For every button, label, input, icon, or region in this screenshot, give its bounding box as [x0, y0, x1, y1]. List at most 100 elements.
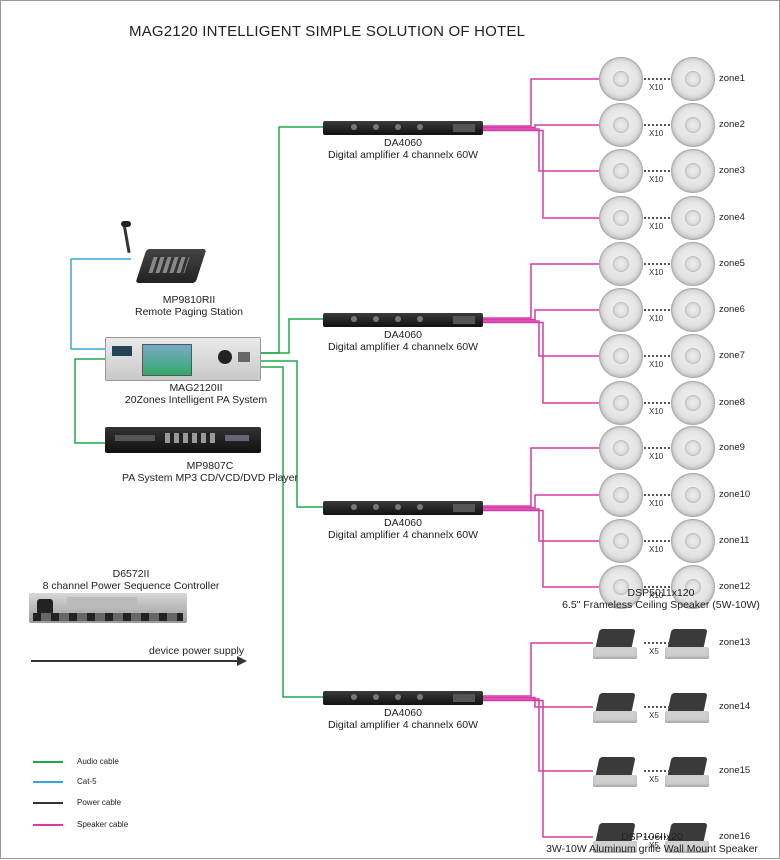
zone-label: zone6	[719, 304, 745, 315]
power-supply-label: device power supply	[149, 645, 245, 657]
speaker-cable-zone12	[483, 509, 599, 588]
ceiling-speaker-model: DSP5011x120	[627, 587, 695, 599]
audio-cable-amp2	[259, 318, 323, 354]
speaker-chain-dots	[644, 217, 670, 219]
speaker-chain-dots	[644, 78, 670, 80]
speaker-chain-dots	[644, 309, 670, 311]
speaker-chain-dots	[644, 447, 670, 449]
zone-speaker-qty: X5	[649, 775, 659, 784]
ceiling-speaker-zone12-last	[671, 565, 715, 609]
ceiling-speaker-zone10-first	[599, 473, 643, 517]
ceiling-speaker-zone8-last	[671, 381, 715, 425]
speaker-cable-zone9	[483, 447, 599, 507]
zone-speaker-qty: X10	[649, 268, 664, 277]
wall-speaker-zone15-last	[665, 757, 709, 789]
speaker-chain-dots	[644, 263, 670, 265]
speaker-chain-dots	[644, 540, 670, 542]
speaker-chain-dots	[644, 124, 670, 126]
pa-system-label: MAG2120II 20Zones Intelligent PA System	[101, 382, 291, 406]
zone-speaker-qty: X10	[649, 407, 664, 416]
player-model: MP9807C	[186, 460, 234, 472]
amplifier-4-image	[323, 691, 483, 705]
pa-system-image	[105, 337, 261, 381]
legend-power-label: Power cable	[77, 798, 122, 807]
ceiling-speaker-zone2-first	[599, 103, 643, 147]
ceiling-speaker-zone9-last	[671, 426, 715, 470]
zone-label: zone16	[719, 831, 751, 842]
paging-desc: Remote Paging Station	[135, 306, 243, 318]
amplifier-model: DA4060	[384, 329, 422, 341]
ceiling-speaker-zone7-first	[599, 334, 643, 378]
paging-station-image	[119, 221, 207, 287]
ceiling-speaker-zone1-first	[599, 57, 643, 101]
wall-speaker-zone14-first	[593, 693, 637, 725]
zone-label: zone11	[719, 535, 750, 546]
speaker-cable-zone4	[483, 129, 599, 219]
speaker-cable-zone13	[483, 642, 593, 697]
ceiling-speaker-zone5-first	[599, 242, 643, 286]
ceiling-speaker-zone9-first	[599, 426, 643, 470]
ceiling-speaker-zone6-last	[671, 288, 715, 332]
sequencer-desc: 8 channel Power Sequence Controller	[42, 580, 220, 592]
audio-cable-amp4	[259, 366, 323, 698]
speaker-cable-zone16	[483, 699, 593, 838]
diagram-title: MAG2120 INTELLIGENT SIMPLE SOLUTION OF H…	[129, 23, 526, 40]
ceiling-speaker-zone2-last	[671, 103, 715, 147]
speaker-cable-zone6	[483, 309, 599, 321]
amplifier-2-image	[323, 313, 483, 327]
sequencer-label: D6572II 8 channel Power Sequence Control…	[33, 568, 229, 592]
speaker-cable-zone3	[483, 128, 599, 172]
speaker-chain-dots	[644, 355, 670, 357]
speaker-cable-zone10	[483, 494, 599, 509]
ceiling-speaker-desc: 6.5" Frameless Ceiling Speaker (5W-10W)	[562, 599, 760, 611]
zone-speaker-qty: X5	[649, 711, 659, 720]
speaker-cable-zone15	[483, 698, 593, 772]
player-image	[105, 427, 261, 453]
wall-speaker-desc: 3W-10W Aluminum grille Wall Mount Speake…	[546, 843, 758, 855]
zone-speaker-qty: X10	[649, 452, 664, 461]
ceiling-speaker-zone8-first	[599, 381, 643, 425]
speaker-cable-zone14	[483, 696, 593, 708]
speaker-chain-dots	[644, 836, 670, 838]
wall-speaker-zone14-last	[665, 693, 709, 725]
zone-speaker-qty: X5	[649, 647, 659, 656]
wall-speaker-zone16-first	[593, 823, 637, 855]
wall-speaker-model: DSP106IIx20	[621, 831, 683, 843]
zone-label: zone14	[719, 701, 751, 712]
amplifier-model: DA4060	[384, 517, 422, 529]
ceiling-speaker-zone3-first	[599, 149, 643, 193]
speaker-cable-zone7	[483, 320, 599, 357]
pa-system-model: MAG2120II	[169, 382, 223, 394]
paging-station-label: MP9810RII Remote Paging Station	[119, 294, 259, 318]
zone-label: zone4	[719, 212, 745, 223]
ceiling-speaker-zone4-first	[599, 196, 643, 240]
speaker-cable-zone8	[483, 321, 599, 404]
speaker-chain-dots	[644, 770, 670, 772]
zone-label: zone3	[719, 165, 745, 176]
zone-label: zone10	[719, 489, 751, 500]
amplifier-desc: Digital amplifier 4 channelx 60W	[328, 529, 478, 541]
cat5-cable	[70, 258, 131, 350]
zone-speaker-qty: X10	[649, 499, 664, 508]
speaker-chain-dots	[644, 642, 670, 644]
amplifier-model: DA4060	[384, 707, 422, 719]
pa-system-desc: 20Zones Intelligent PA System	[124, 394, 268, 406]
speaker-cable-zone11	[483, 508, 599, 542]
speaker-chain-dots	[644, 402, 670, 404]
ceiling-speaker-label: DSP5011x120 6.5" Frameless Ceiling Speak…	[545, 587, 777, 611]
zone-speaker-qty: X10	[649, 545, 664, 554]
ceiling-speaker-zone5-last	[671, 242, 715, 286]
amplifier-desc: Digital amplifier 4 channelx 60W	[328, 149, 478, 161]
zone-speaker-qty: X10	[649, 129, 664, 138]
ceiling-speaker-zone1-last	[671, 57, 715, 101]
speaker-cable-zone5	[483, 263, 599, 319]
zone-label: zone15	[719, 765, 751, 776]
power-supply-arrowhead	[237, 656, 247, 666]
amplifier-desc: Digital amplifier 4 channelx 60W	[328, 341, 478, 353]
zone-label: zone9	[719, 442, 745, 453]
wall-speaker-zone13-first	[593, 629, 637, 661]
legend-audio-label: Audio cable	[77, 757, 119, 766]
zone-label: zone8	[719, 397, 745, 408]
